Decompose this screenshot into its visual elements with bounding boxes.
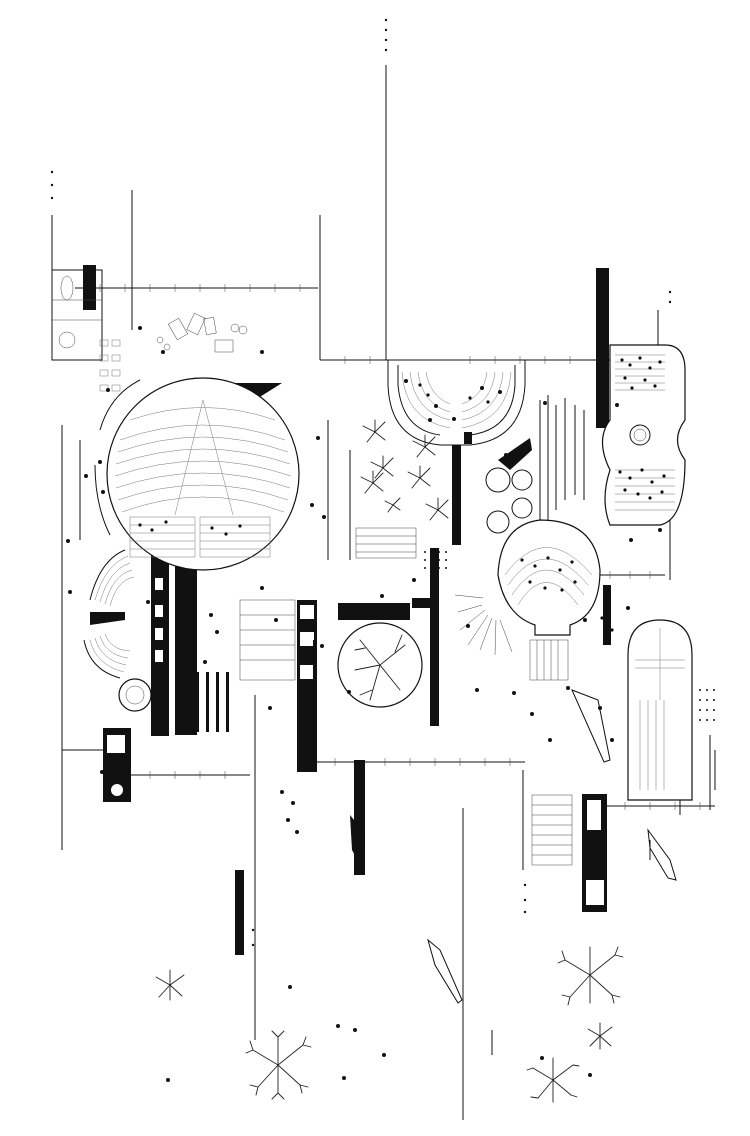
sliver-shapes (350, 689, 677, 1004)
furniture-cluster (156, 312, 248, 353)
u-amphitheatre (387, 360, 526, 446)
north-west-unit (51, 269, 121, 392)
courtyard-disc (337, 622, 423, 708)
main-auditorium (94, 377, 300, 571)
radiating-lines (454, 594, 513, 656)
capsule-hall (627, 619, 693, 801)
stair-zones (239, 527, 573, 866)
stripe-bars (186, 640, 316, 750)
person-icon (66, 326, 666, 1082)
round-theatre (485, 467, 601, 636)
dot-grids (50, 18, 715, 947)
left-arc-theatre (83, 549, 152, 712)
right-lobed-hall (601, 344, 686, 526)
poche-openings (107, 578, 604, 905)
tree-icon (155, 419, 624, 1103)
